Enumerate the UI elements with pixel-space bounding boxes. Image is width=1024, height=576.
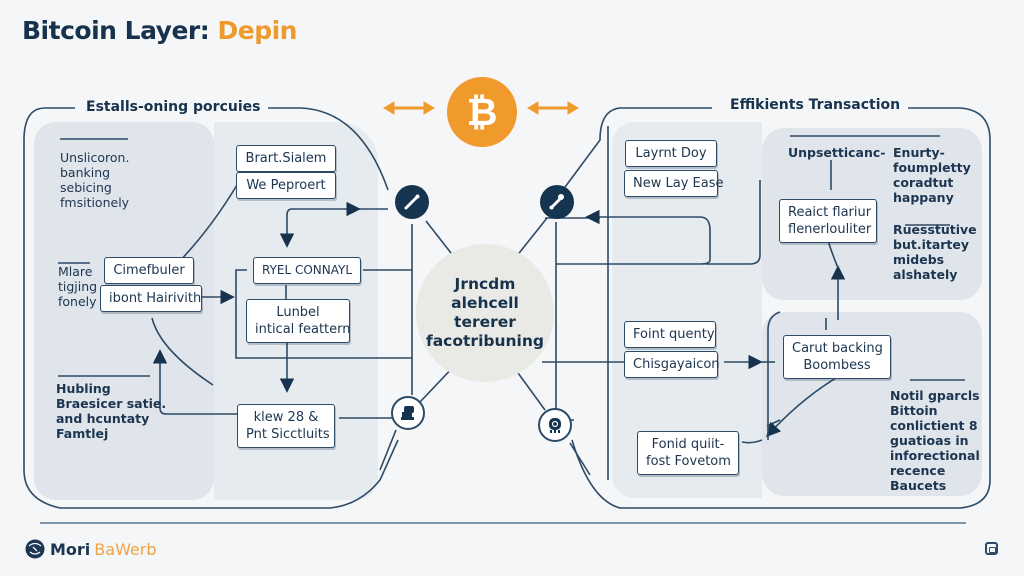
box-line: Carut backing xyxy=(792,341,883,356)
note-line: Mlare xyxy=(58,264,93,279)
note-line: fmsitionely xyxy=(60,195,130,210)
note-line: fonely xyxy=(58,294,97,309)
hub-line: Jrncdm xyxy=(454,275,516,293)
right-note-4: Notil gparcls Bittoin conlictient 8 guat… xyxy=(890,388,980,493)
note-line: and hcuntaty xyxy=(56,411,150,426)
title-main: Bitcoin Layer: xyxy=(22,16,210,45)
bone-icon xyxy=(549,194,564,210)
note-line: midebs xyxy=(893,252,945,267)
we-peproert-box[interactable]: We Peproert xyxy=(236,172,336,199)
ryel-connayl-box[interactable]: RYEL CONNAYL xyxy=(253,257,361,284)
left-section-label: Estalls-oning porcuies xyxy=(78,99,269,115)
center-hub: Jrncdm alehcell tererer facotribuning xyxy=(416,244,554,382)
chip-node[interactable] xyxy=(538,408,572,442)
note-line: guatioas in xyxy=(890,433,969,448)
fonid-quiit-box[interactable]: Fonid quiit- fost Fovetom xyxy=(637,431,739,475)
robot-node[interactable] xyxy=(391,396,425,430)
note-line: Ruesstutive xyxy=(893,222,977,237)
note-line: coradtut xyxy=(893,175,954,190)
brart-sialem-box[interactable]: Brart.Sialem xyxy=(236,145,336,172)
note-line: banking xyxy=(60,165,111,180)
brand-part1: Mori xyxy=(50,539,91,559)
hub-line: tererer xyxy=(454,313,516,331)
reaict-flariur-box[interactable]: Reaict flariur flenerlouliter xyxy=(779,199,877,243)
hub-line: facotribuning xyxy=(425,332,544,350)
note-line: Unslicoron. xyxy=(60,150,130,165)
klew-box[interactable]: klew 28 & Pnt Sicctluits xyxy=(237,404,335,448)
note-line: sebicing xyxy=(60,180,112,195)
foint-quenty-box[interactable]: Foint quenty xyxy=(624,321,716,348)
left-note-3: Hubling Braesicer satie. and hcuntaty Fa… xyxy=(56,381,166,441)
robot-icon xyxy=(401,406,414,420)
box-line: flenerlouliter xyxy=(788,222,872,237)
lunbel-box[interactable]: Lunbel intical feattern xyxy=(246,299,351,343)
note-line: Hubling xyxy=(56,381,111,396)
right-note-1: Unpsetticanc- xyxy=(788,145,886,160)
gallery-icon[interactable] xyxy=(985,542,998,555)
note-line: conlictient 8 xyxy=(890,418,978,433)
bitcoin-icon: ₿ xyxy=(447,77,517,147)
note-line: Unpsetticanc- xyxy=(788,145,886,160)
wrench-node[interactable] xyxy=(395,185,429,219)
chisgayaicon-box[interactable]: Chisgayaicon xyxy=(624,351,720,378)
box-line: fost Fovetom xyxy=(646,454,731,469)
note-line: inforectional xyxy=(890,448,980,463)
note-line: tigjing xyxy=(58,279,98,294)
note-line: but.itartey xyxy=(893,237,970,252)
footer-divider xyxy=(40,522,966,524)
box-line: Lunbel xyxy=(276,305,320,320)
note-line: alshately xyxy=(893,267,958,282)
left-note-1: Unslicoron. banking sebicing fmsitionely xyxy=(60,150,129,210)
carut-backing-box[interactable]: Carut backing Boombess xyxy=(783,335,891,379)
right-note-3: Ruesstutive but.itartey midebs alshately xyxy=(893,222,977,282)
cimefbuler-box[interactable]: Cimefbuler xyxy=(104,257,194,284)
box-line: intical feattern xyxy=(255,322,351,337)
note-line: Famtlej xyxy=(56,426,109,441)
title-accent: Depin xyxy=(217,16,297,45)
note-line: Braesicer satie. xyxy=(56,396,167,411)
brand-logo[interactable]: Mori BaWerb xyxy=(24,538,157,560)
bone-node[interactable] xyxy=(540,185,574,219)
box-line: Boombess xyxy=(803,358,871,373)
box-line: klew 28 & xyxy=(253,410,319,425)
note-line: Enurty- xyxy=(893,145,945,160)
right-note-2: Enurty- foumpletty coradtut happany xyxy=(893,145,971,205)
left-note-2: Mlare tigjing fonely xyxy=(58,264,97,309)
note-line: happany xyxy=(893,190,954,205)
brand-part2: BaWerb xyxy=(94,539,157,559)
chip-icon xyxy=(549,418,561,433)
box-line: Reaict flariur xyxy=(788,205,872,220)
ibont-hairivith-box[interactable]: ibont Hairivith xyxy=(100,285,202,312)
right-section-label: Effikients Transaction xyxy=(722,97,909,113)
hub-line: alehcell xyxy=(451,294,519,312)
note-line: Notil gparcls xyxy=(890,388,980,403)
note-line: foumpletty xyxy=(893,160,971,175)
note-line: recence xyxy=(890,463,946,478)
layrnt-doy-box[interactable]: Layrnt Doy xyxy=(625,140,717,167)
globe-lion-icon xyxy=(25,539,45,559)
box-line: Fonid quiit- xyxy=(651,437,725,452)
note-line: Bittoin xyxy=(890,403,938,418)
wrench-icon xyxy=(404,194,420,210)
page-title: Bitcoin Layer: Depin xyxy=(22,16,297,45)
box-line: Pnt Sicctluits xyxy=(246,427,330,442)
new-lay-ease-box[interactable]: New Lay Ease xyxy=(624,170,723,197)
note-line: Baucets xyxy=(890,478,947,493)
